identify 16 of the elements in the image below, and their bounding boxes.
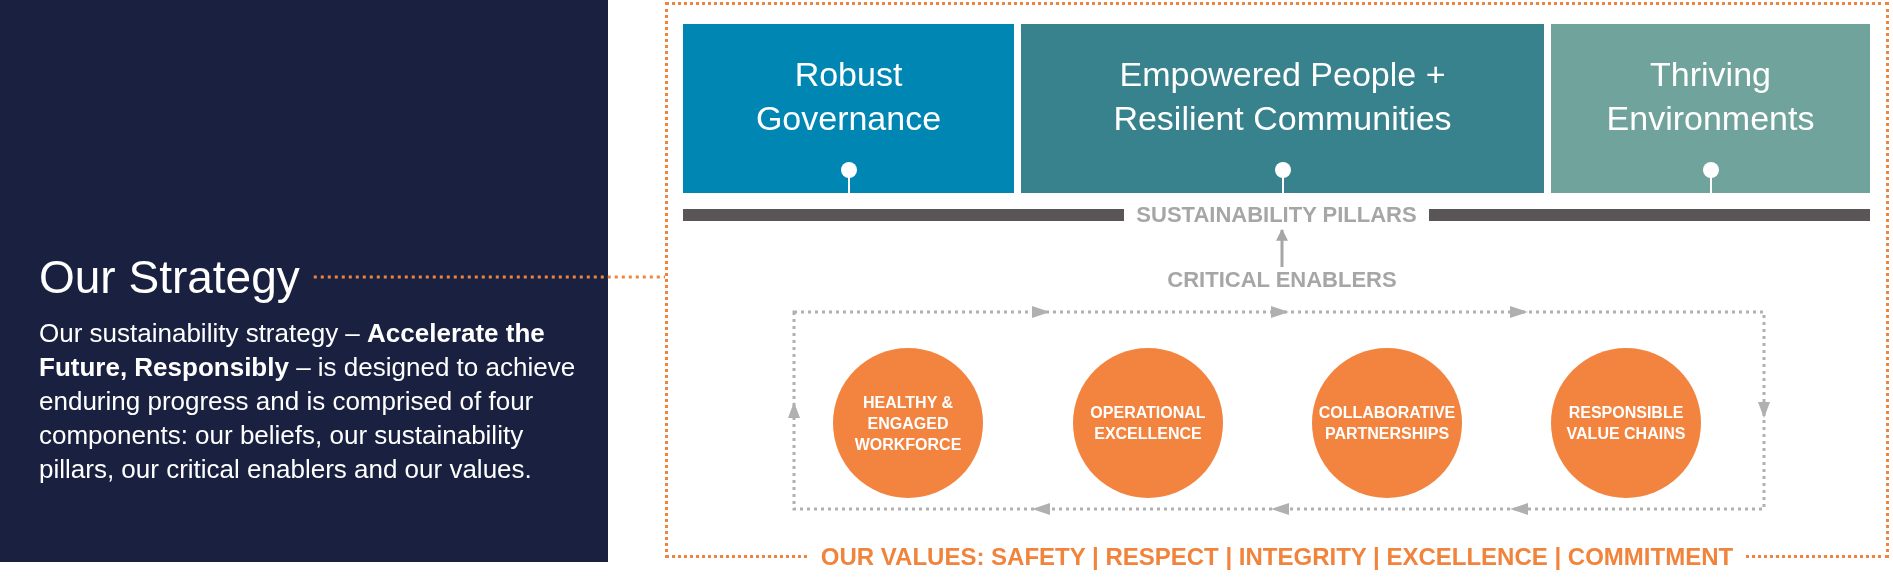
strategy-title: Our Strategy xyxy=(39,252,300,302)
pillar-title: Empowered People + Resilient Communities xyxy=(1112,54,1453,139)
pillar-box xyxy=(1551,24,1870,193)
section-heading: CRITICAL ENABLERS xyxy=(1167,267,1397,293)
strategy-description: Our sustainability strategy – Accelerate the Future, Responsibly – is designed to achieve enduring progress and is comprised of four components: our beliefs, our sustainability pillars, our critical enablers and our values. xyxy=(39,317,577,486)
enabler-label: RESPONSIBLE VALUE CHAINS xyxy=(1565,403,1687,444)
pillar-box xyxy=(683,24,1014,193)
strategy-panel xyxy=(0,0,608,562)
enabler-label: OPERATIONAL EXCELLENCE xyxy=(1089,403,1207,444)
arrow xyxy=(1276,228,1288,267)
leader-line xyxy=(313,275,665,279)
enabler-label: COLLABORATIVE PARTNERSHIPS xyxy=(1317,403,1457,444)
pillar-title: Thriving Environments xyxy=(1605,54,1816,139)
pillar-box xyxy=(1021,24,1544,193)
enabler-label: HEALTHY & ENGAGED WORKFORCE xyxy=(853,392,963,455)
pillar-title: Robust Governance xyxy=(754,54,943,139)
